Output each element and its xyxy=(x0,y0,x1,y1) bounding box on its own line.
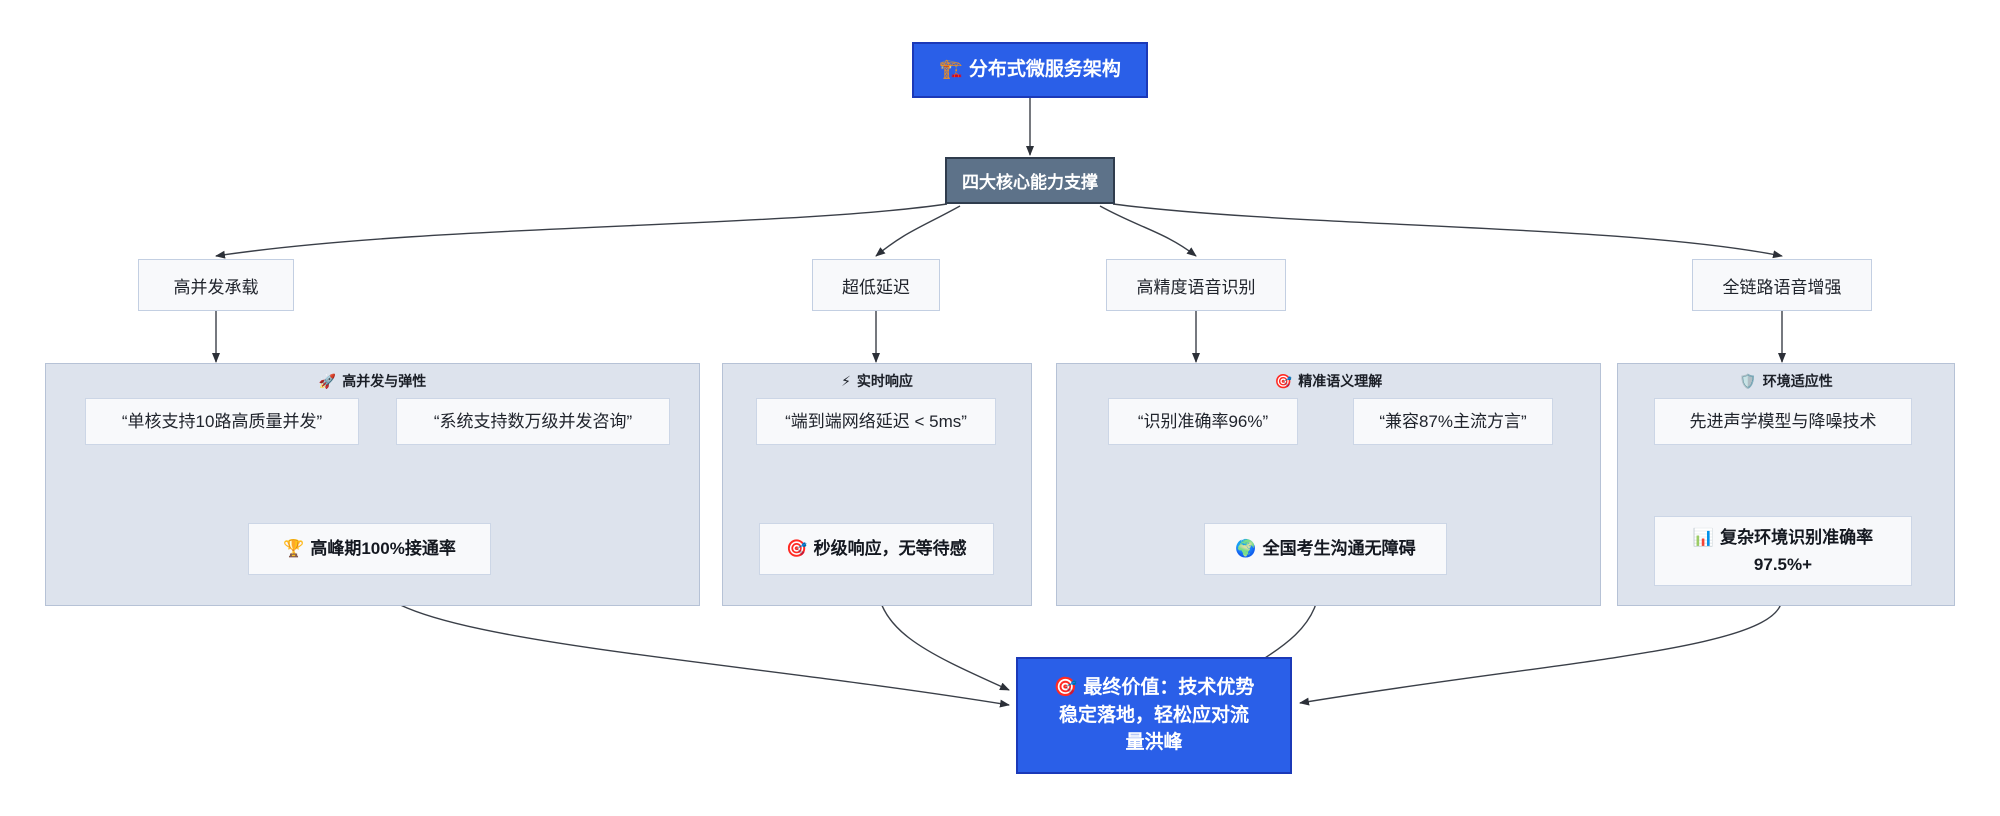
shield-icon: 🛡️ xyxy=(1739,374,1757,390)
dart-icon: 🎯 xyxy=(1053,676,1078,699)
node-capability-concurrency[interactable]: 高并发承载 xyxy=(138,259,294,311)
edge-hub-cap4 xyxy=(1112,203,1783,259)
node-root[interactable]: 🏗️分布式微服务架构 xyxy=(912,42,1148,98)
trophy-icon: 🏆 xyxy=(283,538,305,559)
cluster-concurrency-title-label: 高并发与弹性 xyxy=(342,373,427,389)
edge-hub-cap3 xyxy=(1099,205,1197,257)
node-final-value-line2: 稳定落地，轻松应对流 xyxy=(1058,704,1249,726)
globe-icon: 🌍 xyxy=(1235,538,1257,559)
lightning-icon: ⚡ xyxy=(841,374,851,390)
dart-icon: 🎯 xyxy=(1274,374,1293,390)
node-leaf-single-core[interactable]: “单核支持10路高质量并发” xyxy=(85,398,359,445)
node-result-instant-label: 秒级响应，无等待感 xyxy=(813,538,967,558)
node-result-peak[interactable]: 🏆高峰期100%接通率 xyxy=(248,523,491,575)
node-hub-label: 四大核心能力支撑 xyxy=(962,173,1098,192)
edge-hub-cap1 xyxy=(215,203,948,259)
node-capability-enhance-label: 全链路语音增强 xyxy=(1722,277,1842,297)
node-leaf-accuracy[interactable]: “识别准确率96%” xyxy=(1108,398,1298,445)
node-leaf-tens-thousands[interactable]: “系统支持数万级并发咨询” xyxy=(396,398,670,445)
dart-icon: 🎯 xyxy=(786,538,808,559)
node-final-value[interactable]: 🎯最终价值：技术优势 稳定落地，轻松应对流 量洪峰 xyxy=(1016,657,1292,774)
cluster-environment-title: 🛡️ 环境适应性 xyxy=(1618,371,1954,391)
node-hub[interactable]: 四大核心能力支撑 xyxy=(945,157,1115,204)
node-leaf-single-core-label: “单核支持10路高质量并发” xyxy=(121,411,323,431)
cluster-environment-title-label: 环境适应性 xyxy=(1762,373,1833,389)
cluster-latency-title: ⚡ 实时响应 xyxy=(723,371,1031,391)
cluster-concurrency-title: 🚀 高并发与弹性 xyxy=(46,371,699,391)
node-result-nationwide-label: 全国考生沟通无障碍 xyxy=(1262,538,1416,558)
cluster-semantics-title-label: 精准语义理解 xyxy=(1298,373,1383,389)
node-leaf-acoustic[interactable]: 先进声学模型与降噪技术 xyxy=(1654,398,1912,445)
edge-hub-cap2 xyxy=(875,205,961,257)
node-capability-latency-label: 超低延迟 xyxy=(842,277,910,297)
node-result-complex-env-line1: 复杂环境识别准确率 xyxy=(1720,528,1874,547)
node-root-label: 分布式微服务架构 xyxy=(968,59,1121,81)
node-capability-enhance[interactable]: 全链路语音增强 xyxy=(1692,259,1872,311)
node-capability-latency[interactable]: 超低延迟 xyxy=(812,259,940,311)
rocket-icon: 🚀 xyxy=(318,374,337,390)
bar-chart-icon: 📊 xyxy=(1692,528,1715,548)
node-result-instant[interactable]: 🎯秒级响应，无等待感 xyxy=(759,523,994,575)
node-capability-asr[interactable]: 高精度语音识别 xyxy=(1106,259,1286,311)
node-result-complex-env-line2: 97.5%+ xyxy=(1753,554,1813,574)
cluster-semantics-title: 🎯 精准语义理解 xyxy=(1057,371,1600,391)
cluster-latency-title-label: 实时响应 xyxy=(856,373,913,389)
node-leaf-dialects[interactable]: “兼容87%主流方言” xyxy=(1353,398,1553,445)
node-result-complex-env[interactable]: 📊 复杂环境识别准确率 97.5%+ xyxy=(1654,516,1912,586)
node-final-value-line1: 最终价值：技术优势 xyxy=(1083,677,1255,699)
edge-result4-final xyxy=(1299,597,1783,706)
node-final-value-line3: 量洪峰 xyxy=(1125,732,1183,754)
node-leaf-dialects-label: “兼容87%主流方言” xyxy=(1379,411,1527,431)
node-leaf-tens-thousands-label: “系统支持数万级并发咨询” xyxy=(433,411,633,431)
node-result-peak-label: 高峰期100%接通率 xyxy=(310,538,456,558)
node-capability-concurrency-label: 高并发承载 xyxy=(173,277,259,297)
node-leaf-accuracy-label: “识别准确率96%” xyxy=(1137,411,1269,431)
construction-crane-icon: 🏗️ xyxy=(939,58,963,81)
node-capability-asr-label: 高精度语音识别 xyxy=(1136,277,1256,297)
node-leaf-acoustic-label: 先进声学模型与降噪技术 xyxy=(1689,411,1877,431)
node-result-nationwide[interactable]: 🌍全国考生沟通无障碍 xyxy=(1204,523,1447,575)
node-leaf-e2e-latency-label: “端到端网络延迟 < 5ms” xyxy=(785,411,967,431)
node-leaf-e2e-latency[interactable]: “端到端网络延迟 < 5ms” xyxy=(756,398,996,445)
